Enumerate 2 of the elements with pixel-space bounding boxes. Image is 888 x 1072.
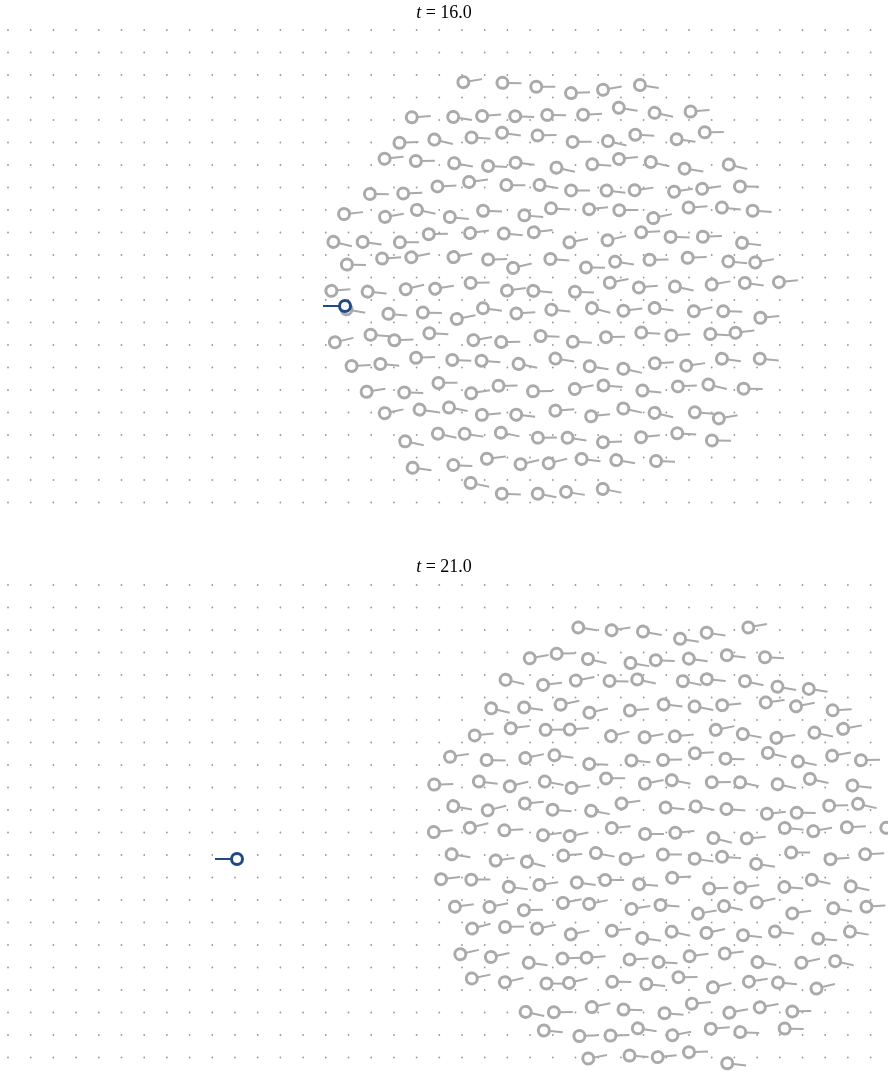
panel-title: t = 16.0	[416, 2, 472, 23]
panel-title: t = 21.0	[416, 556, 472, 577]
